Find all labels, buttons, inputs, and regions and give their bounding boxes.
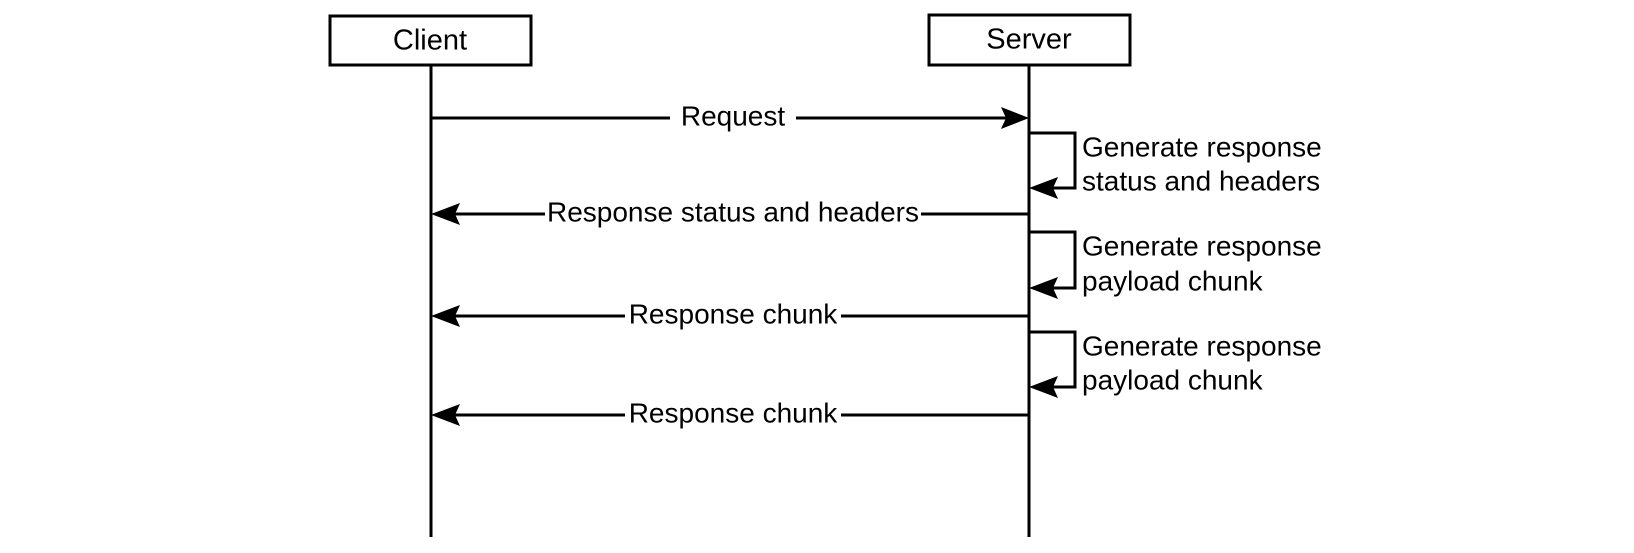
message-response-chunk-2-label: Response chunk [629, 397, 839, 428]
self-message-generate-status-headers[interactable]: Generate response status and headers [1029, 131, 1322, 199]
participant-client-label: Client [393, 25, 467, 57]
self-message-generate-payload-chunk-1-label-line1: Generate response [1082, 230, 1322, 261]
message-response-chunk-2[interactable]: Response chunk [431, 397, 1029, 431]
self-message-generate-status-headers-label-line2: status and headers [1082, 165, 1320, 196]
message-response-status-headers-arrowhead [431, 203, 460, 225]
self-message-generate-payload-chunk-2-label-line1: Generate response [1082, 330, 1322, 361]
participant-server-box [927, 13, 1132, 67]
message-response-chunk-2-arrowhead [431, 404, 460, 426]
message-request-label-bg [670, 102, 796, 134]
self-message-generate-payload-chunk-1-label-line2: payload chunk [1082, 265, 1264, 296]
self-message-generate-payload-chunk-1-loop [1029, 230, 1077, 290]
message-response-chunk-2-label-bg [625, 399, 841, 431]
self-message-generate-payload-chunk-2-loop [1029, 330, 1077, 389]
message-response-chunk-1-arrowhead [431, 305, 460, 327]
message-response-status-headers[interactable]: Response status and headers [431, 196, 1029, 230]
message-request-label: Request [681, 100, 786, 131]
message-response-chunk-1[interactable]: Response chunk [431, 298, 1029, 332]
participant-client-box [328, 14, 533, 67]
participant-server[interactable]: Server [927, 13, 1132, 67]
participant-client[interactable]: Client [328, 14, 533, 67]
self-message-generate-payload-chunk-1-arrowhead [1029, 277, 1058, 299]
message-request[interactable]: Request [431, 100, 1029, 134]
message-response-status-headers-label: Response status and headers [547, 196, 919, 227]
self-message-generate-status-headers-loop [1029, 131, 1077, 190]
message-request-arrowhead [1001, 107, 1029, 129]
participant-server-label: Server [986, 24, 1072, 56]
self-message-generate-payload-chunk-2-label-line2: payload chunk [1082, 364, 1264, 395]
message-response-chunk-1-label-bg [625, 300, 841, 332]
message-response-status-headers-label-bg [545, 198, 921, 230]
self-message-generate-payload-chunk-2-arrowhead [1029, 376, 1058, 398]
self-message-generate-payload-chunk-1[interactable]: Generate response payload chunk [1029, 230, 1322, 299]
self-message-generate-status-headers-label-line1: Generate response [1082, 131, 1322, 162]
self-message-generate-status-headers-arrowhead [1029, 177, 1058, 199]
self-message-generate-payload-chunk-2[interactable]: Generate response payload chunk [1029, 330, 1322, 398]
message-response-chunk-1-label: Response chunk [629, 298, 839, 329]
